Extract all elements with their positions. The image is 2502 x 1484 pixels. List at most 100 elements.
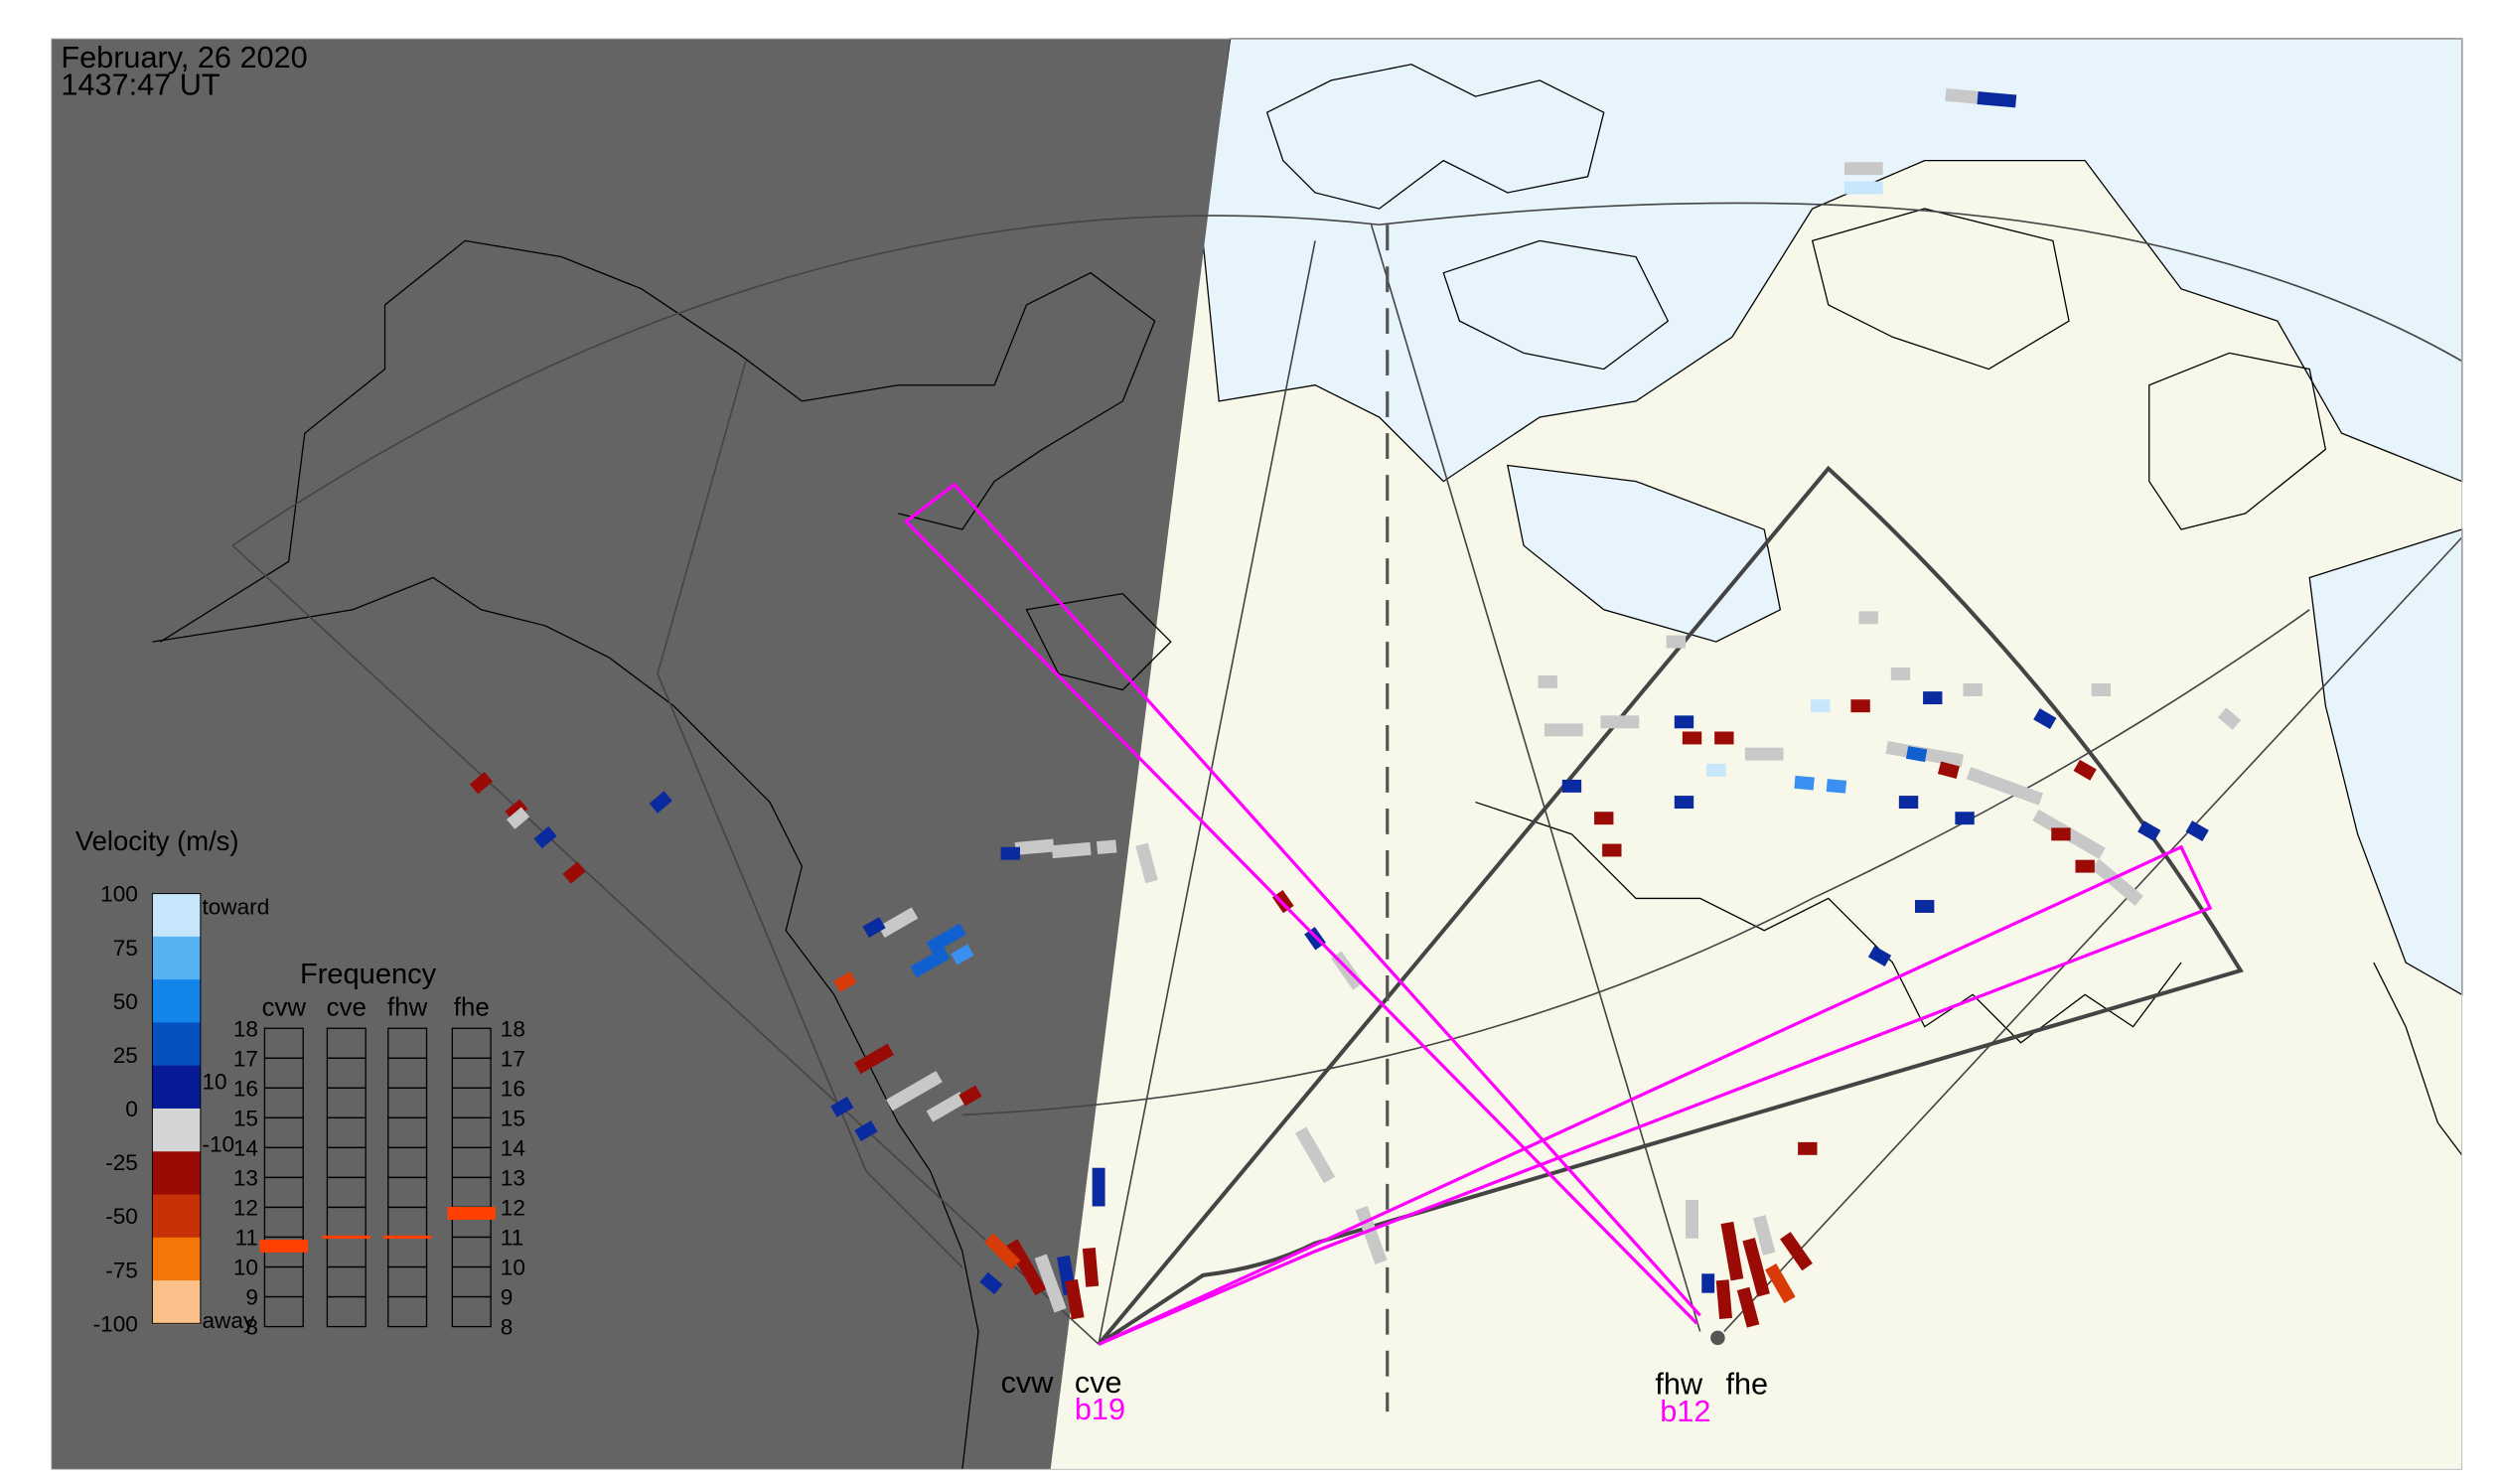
scatter-cell	[1034, 1254, 1067, 1313]
frequency-tick-right: 11	[501, 1226, 523, 1251]
scatter-cell	[1890, 667, 1911, 680]
frequency-tick-left: 16	[233, 1076, 258, 1101]
backscatter-cells	[469, 87, 2242, 1328]
frequency-radar-label-cve: cve	[327, 993, 367, 1021]
frequency-radar-label-fhe: fhe	[454, 993, 490, 1021]
date-label: February, 26 2020	[61, 40, 307, 74]
fhw-beam-12	[903, 482, 1701, 1325]
frequency-bin	[326, 1027, 367, 1059]
frequency-tick-left: 15	[233, 1106, 258, 1130]
scatter-cell	[1594, 812, 1614, 825]
scatter-cell	[1765, 1262, 1796, 1303]
scatter-cell	[1963, 683, 1983, 696]
station-label-cvw: cvw	[1001, 1365, 1055, 1400]
scatter-cell	[1742, 1238, 1770, 1297]
colorbar-segment	[152, 1237, 201, 1281]
scatter-cell	[1714, 731, 1734, 745]
velocity-tick-label: 0	[125, 1097, 138, 1121]
colorbar-segment	[152, 936, 201, 980]
scatter-cell	[1966, 767, 2044, 806]
scatter-cell	[469, 772, 493, 795]
frequency-tick-left: 13	[233, 1165, 258, 1190]
frequency-bin	[451, 1027, 492, 1059]
colorbar-segment	[152, 1151, 201, 1196]
time-label: 1437:47 UT	[61, 67, 221, 101]
scatter-cell	[506, 807, 530, 829]
colorbar-inner-label-10: 10	[202, 1070, 226, 1095]
scatter-cell	[1843, 162, 1883, 176]
beam-label-fhw: b12	[1660, 1394, 1710, 1428]
velocity-tick-label: 75	[113, 936, 138, 961]
scatter-cell	[2075, 859, 2095, 873]
scatter-cell	[1867, 946, 1892, 967]
scatter-cell	[1674, 715, 1694, 729]
scatter-cell	[1674, 796, 1694, 810]
scatter-cell	[1355, 1206, 1388, 1265]
away-label: away	[202, 1308, 254, 1333]
scatter-cell	[2137, 820, 2161, 842]
colorbar-border	[151, 893, 202, 1324]
scatter-cell	[854, 1120, 878, 1142]
inner-arc	[961, 609, 2310, 1116]
frequency-marker-cvw	[259, 1240, 309, 1253]
scatter-cell	[1955, 812, 1975, 825]
station-label-fhw: fhw	[1655, 1366, 1703, 1401]
scatter-cell	[1850, 699, 1870, 713]
scatter-cell	[1780, 1232, 1813, 1271]
frequency-marker-fhe	[447, 1206, 496, 1220]
cvw-fov-edge	[231, 544, 1100, 1345]
station-label-fhe: fhe	[1725, 1366, 1768, 1401]
velocity-tick-label: 50	[113, 989, 138, 1014]
scatter-cell	[1602, 843, 1622, 857]
velocity-tick-label: -50	[105, 1204, 138, 1229]
velocity-tick-label: -100	[93, 1311, 138, 1336]
scatter-cell	[2091, 858, 2143, 906]
scatter-cell	[886, 1071, 943, 1112]
scatter-cell	[2185, 820, 2209, 842]
frequency-tick-right: 8	[501, 1315, 514, 1340]
scatter-cell	[1843, 181, 1883, 195]
scatter-cell	[1977, 91, 2017, 108]
beam-outlines	[903, 482, 2213, 1346]
scatter-cell	[854, 1043, 895, 1075]
frequency-tick-left: 14	[233, 1135, 258, 1160]
scatter-cell	[926, 1092, 966, 1122]
frequency-tick-left: 17	[233, 1046, 258, 1071]
scatter-cell	[1096, 839, 1117, 855]
map-frame	[51, 38, 2463, 1470]
scatter-cell	[1744, 747, 1784, 761]
ocean-areas	[1202, 38, 2463, 996]
velocity-legend-title: Velocity (m/s)	[75, 825, 239, 856]
fhe-fov-edge	[1723, 536, 2463, 1332]
frequency-marker-fhw	[382, 1235, 432, 1240]
coastlines-night	[152, 239, 1172, 1470]
velocity-tick-label: 100	[100, 882, 138, 907]
colorbar-segment	[152, 1065, 201, 1110]
scatter-cell	[2073, 759, 2097, 781]
frequency-tick-right: 10	[501, 1256, 525, 1280]
scatter-cell	[505, 799, 528, 821]
scatter-cell	[1905, 746, 1928, 763]
cvw-fov-edge-east	[1098, 240, 1316, 1345]
cve-beam-19	[1098, 844, 2213, 1346]
scatter-cell	[1915, 900, 1935, 913]
scatter-cell	[878, 907, 919, 938]
scatter-cell	[1736, 1286, 1760, 1328]
station-label-cve: cve	[1075, 1365, 1122, 1400]
frequency-tick-right: 17	[501, 1046, 525, 1071]
frequency-tick-right: 14	[501, 1135, 525, 1160]
colorbar-segment	[152, 1280, 201, 1325]
scatter-cell	[1937, 761, 1960, 780]
colorbar-segment	[152, 1108, 201, 1153]
scatter-cell	[830, 1096, 854, 1117]
frequency-radar-label-cvw: cvw	[262, 993, 307, 1021]
frequency-tick-right: 9	[501, 1285, 514, 1310]
frequency-bin	[387, 1027, 428, 1059]
scatter-cell	[1666, 635, 1687, 649]
scatter-cell	[833, 970, 857, 992]
velocity-colorbar	[151, 893, 202, 1325]
scatter-cell	[1923, 691, 1943, 705]
